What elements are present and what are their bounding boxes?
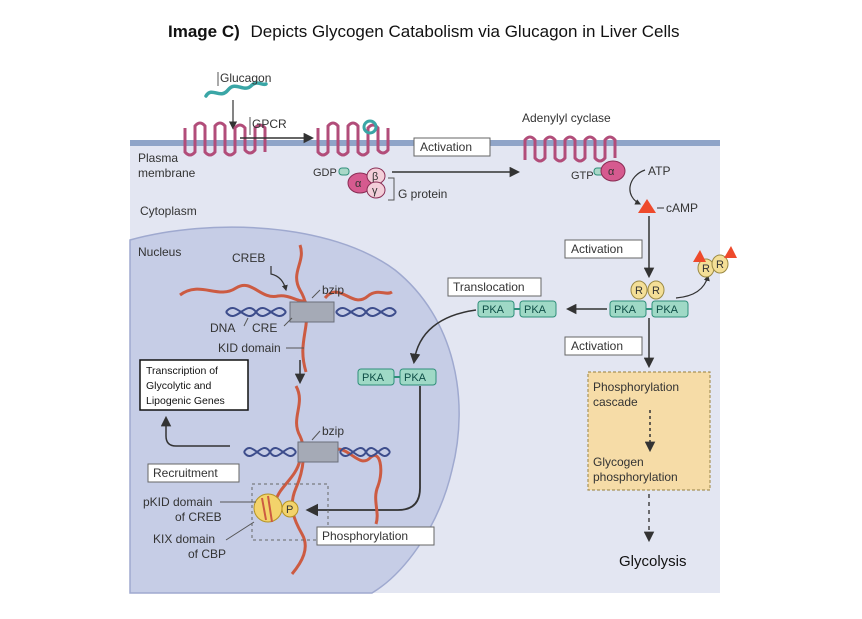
- cre-site-bottom: [297, 441, 339, 463]
- glycogen-label-1: Glycogen: [593, 455, 644, 469]
- complex-dashed-box: [251, 483, 329, 541]
- svg-text:R: R: [635, 285, 643, 297]
- gamma-label: γ: [372, 185, 378, 197]
- svg-text:R: R: [716, 259, 724, 271]
- cascade-label-1: Phosphorylation: [593, 380, 679, 394]
- creb-chain-top-2: [323, 290, 393, 302]
- transcription-label-3: Lipogenic Genes: [146, 395, 225, 407]
- plasma-membrane-label-1: Plasma: [138, 151, 178, 165]
- gdp-label: GDP: [313, 167, 337, 179]
- gdp-chip: [338, 167, 350, 176]
- atp-label: ATP: [648, 164, 670, 178]
- cascade-label-2: cascade: [593, 395, 638, 409]
- svg-text:PKA: PKA: [656, 304, 679, 316]
- title: Image C) Depicts Glycogen Catabolism via…: [168, 22, 680, 41]
- kid-domain-label: KID domain: [218, 341, 281, 355]
- r-subunit-free-2: [711, 254, 729, 274]
- dna-helix-bottom: [243, 447, 391, 457]
- bzip-label-bottom: bzip: [322, 424, 344, 438]
- gpcr-active-receptor: [316, 121, 390, 157]
- svg-text:R: R: [652, 285, 660, 297]
- transcription-label-2: Glycolytic and: [146, 380, 212, 392]
- camp-bound-2: [724, 246, 737, 258]
- glucagon-label: Glucagon: [220, 71, 271, 85]
- adenylyl-cyclase-label: Adenylyl cyclase: [522, 111, 611, 125]
- alpha-subunit-active: [600, 160, 626, 182]
- r-release-arrow: [675, 274, 710, 299]
- alpha-label: α: [355, 178, 362, 190]
- pka-into-nucleus-arrow: [409, 309, 477, 365]
- svg-text:PKA: PKA: [614, 304, 637, 316]
- r-subunit-2: [647, 280, 665, 300]
- activation-label-3: Activation: [571, 339, 623, 353]
- recruitment-box: [147, 463, 240, 483]
- title-prefix: Image C): [168, 22, 240, 41]
- pkid-label-2: of CREB: [175, 510, 222, 524]
- svg-text:PKA: PKA: [524, 304, 547, 316]
- bzip-label-top: bzip: [322, 283, 344, 297]
- plasma-membrane-label-2: membrane: [138, 166, 196, 180]
- phosphate-label: P: [286, 504, 293, 516]
- pka-to-creb-arrow: [305, 386, 421, 517]
- nucleus-label: Nucleus: [138, 245, 181, 259]
- alpha-active-label: α: [608, 166, 615, 178]
- cascade-box: [587, 371, 711, 491]
- camp-icon: [638, 199, 656, 213]
- r-subunit-1: [630, 280, 648, 300]
- svg-text:PKA: PKA: [482, 304, 505, 316]
- transcription-arrow: [160, 415, 230, 447]
- g-protein-gamma: [366, 181, 386, 199]
- activation-label-1: Activation: [420, 140, 472, 154]
- svg-text:R: R: [702, 263, 710, 275]
- glycolysis-label: Glycolysis: [619, 553, 687, 570]
- phosphorylation-label: Phosphorylation: [322, 529, 408, 543]
- transcription-box: [139, 359, 249, 411]
- atp-to-camp-arrow: [629, 169, 646, 205]
- activation-label-2: Activation: [571, 242, 623, 256]
- cre-site-top: [289, 301, 335, 323]
- creb-label: CREB: [232, 251, 265, 265]
- activation-box-1: [413, 137, 491, 157]
- gpcr-label: GPCR: [252, 117, 287, 131]
- recruitment-label: Recruitment: [153, 466, 218, 480]
- pkid-label-1: pKID domain: [143, 495, 212, 509]
- g-protein-label: G protein: [398, 187, 447, 201]
- activation-box-2: [564, 239, 643, 259]
- activation-box-3: [564, 336, 643, 356]
- kix-label-2: of CBP: [188, 547, 226, 561]
- g-protein-bracket: [388, 177, 395, 201]
- gpcr-receptor: [183, 121, 267, 157]
- translocation-box: [447, 277, 542, 297]
- cytoplasm-label: Cytoplasm: [140, 204, 197, 218]
- dna-helix-top: [225, 306, 397, 318]
- phosphate-icon: [281, 500, 299, 518]
- kix-label-1: KIX domain: [153, 532, 215, 546]
- gtp-label: GTP: [571, 170, 594, 182]
- glucagon-ligand: [204, 81, 268, 98]
- camp-bound-1: [693, 250, 706, 262]
- dna-label: DNA: [210, 321, 235, 335]
- glucagon-bound-icon: [362, 119, 378, 135]
- camp-label: cAMP: [666, 201, 698, 215]
- cre-label: CRE: [252, 321, 277, 335]
- svg-text:PKA: PKA: [362, 372, 385, 384]
- svg-text:PKA: PKA: [404, 372, 427, 384]
- adenylyl-cyclase: [523, 135, 617, 163]
- creb-pointer: [270, 266, 288, 292]
- glycogen-label-2: phosphorylation: [593, 470, 678, 484]
- phosphorylation-box: [316, 526, 435, 546]
- translocation-label: Translocation: [453, 280, 525, 294]
- transcription-label-1: Transcription of: [146, 365, 218, 377]
- title-text: Depicts Glycogen Catabolism via Glucagon…: [251, 22, 680, 41]
- beta-label: β: [372, 171, 378, 183]
